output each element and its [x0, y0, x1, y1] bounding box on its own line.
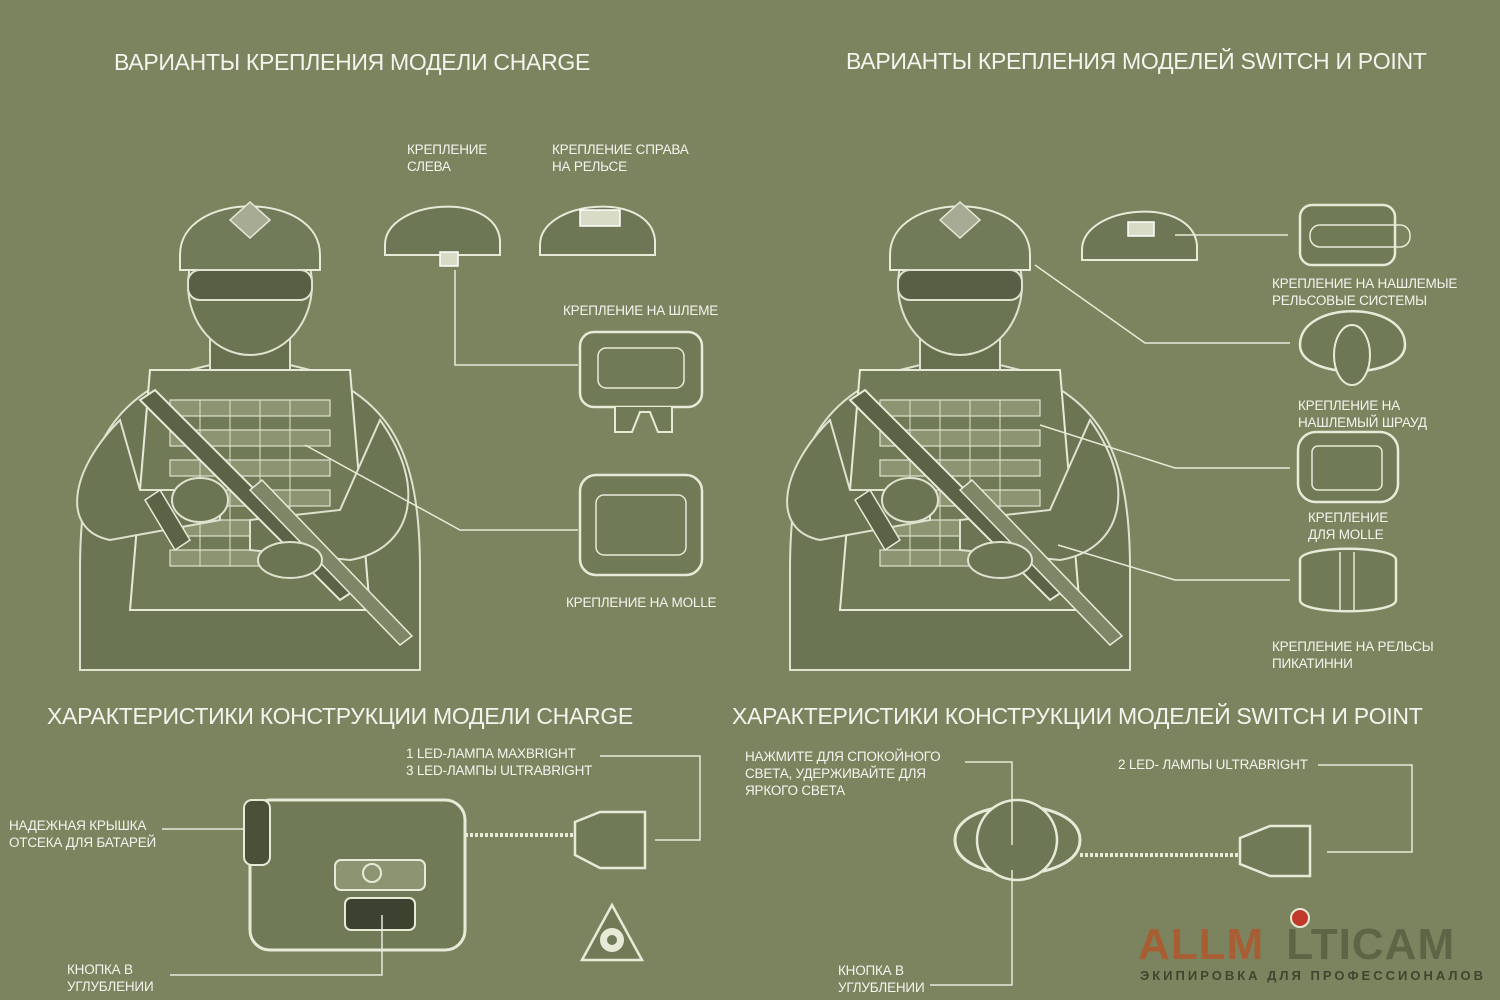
charge-light-drawing: [243, 798, 647, 952]
switch-feature-leader-lines: [930, 761, 1413, 986]
label-right-rail-mount: КРЕПЛЕНИЕ СПРАВА НА РЕЛЬСЕ: [552, 142, 689, 174]
picatinny-adapter-icon: [1298, 547, 1398, 613]
logo-part-2: LTICAM: [1286, 920, 1456, 969]
label-picatinny: КРЕПЛЕНИЕ НА РЕЛЬСЫ ПИКАТИННИ: [1272, 639, 1434, 671]
charge-feature-leader-lines: [162, 755, 701, 976]
logo-part-1: ALLM: [1138, 920, 1265, 969]
logo-mark-icon: [1290, 908, 1310, 928]
heading-charge-features: ХАРАКТЕРИСТИКИ КОНСТРУКЦИИ МОДЕЛИ CHARGE: [47, 703, 633, 729]
logo-wordmark: ALLM LTICAM: [1138, 920, 1455, 970]
heading-switch-point-features: ХАРАКТЕРИСТИКИ КОНСТРУКЦИИ МОДЕЛЕЙ SWITC…: [732, 703, 1423, 729]
charge-led-head-icon: [579, 902, 645, 962]
helmet-switch-icon: [1081, 210, 1198, 261]
label-helmet-mount: КРЕПЛЕНИЕ НА ШЛЕМЕ: [563, 303, 719, 318]
helmet-mount-bracket-icon: [578, 330, 704, 433]
helmet-right-rail-icon: [539, 205, 656, 256]
label-switch-recessed-button: КНОПКА В УГЛУБЛЕНИИ: [838, 963, 925, 995]
helmet-rail-adapter-icon: [1298, 203, 1411, 267]
switch-light-drawing: [953, 798, 1312, 882]
label-charge-recessed-button: КНОПКА В УГЛУБЛЕНИИ: [67, 962, 154, 994]
label-helmet-shroud: КРЕПЛЕНИЕ НА НАШЛЕМЫЙ ШРАУД: [1298, 398, 1427, 430]
molle-adapter-icon: [1296, 430, 1400, 504]
heading-charge-mounting: ВАРИАНТЫ КРЕПЛЕНИЯ МОДЕЛИ CHARGE: [114, 49, 591, 75]
soldier-figure-switch: [786, 201, 1131, 671]
charge-leader-lines: [304, 270, 578, 531]
switch-leader-lines: [1034, 234, 1290, 581]
helmet-left-mount-icon: [384, 205, 501, 267]
molle-mount-bracket-icon: [578, 473, 704, 577]
shroud-adapter-icon: [1298, 310, 1407, 386]
label-switch-leds: 2 LED- ЛАМПЫ ULTRABRIGHT: [1118, 757, 1308, 772]
soldier-figure-charge: [76, 201, 422, 671]
allmulticam-logo: ALLM LTICAM ЭКИПИРОВКА ДЛЯ ПРОФЕССИОНАЛОВ: [1138, 920, 1488, 990]
label-press-hint: НАЖМИТЕ ДЛЯ СПОКОЙНОГО СВЕТА, УДЕРЖИВАЙТ…: [745, 749, 941, 798]
label-molle-mount: КРЕПЛЕНИЕ НА MOLLE: [566, 595, 717, 610]
label-charge-leds: 1 LED-ЛАМПА MAXBRIGHT 3 LED-ЛАМПЫ ULTRAB…: [406, 746, 593, 778]
label-molle: КРЕПЛЕНИЕ ДЛЯ MOLLE: [1308, 510, 1389, 542]
label-battery-cover: НАДЕЖНАЯ КРЫШКА ОТСЕКА ДЛЯ БАТАРЕЙ: [9, 818, 157, 850]
label-left-mount: КРЕПЛЕНИЕ СЛЕВА: [407, 142, 488, 174]
logo-tagline: ЭКИПИРОВКА ДЛЯ ПРОФЕССИОНАЛОВ: [1140, 968, 1486, 983]
label-helmet-rail: КРЕПЛЕНИЕ НА НАШЛЕМЫЕ РЕЛЬСОВЫЕ СИСТЕМЫ: [1272, 276, 1458, 308]
heading-switch-point-mounting: ВАРИАНТЫ КРЕПЛЕНИЯ МОДЕЛЕЙ SWITCH И POIN…: [846, 48, 1427, 74]
